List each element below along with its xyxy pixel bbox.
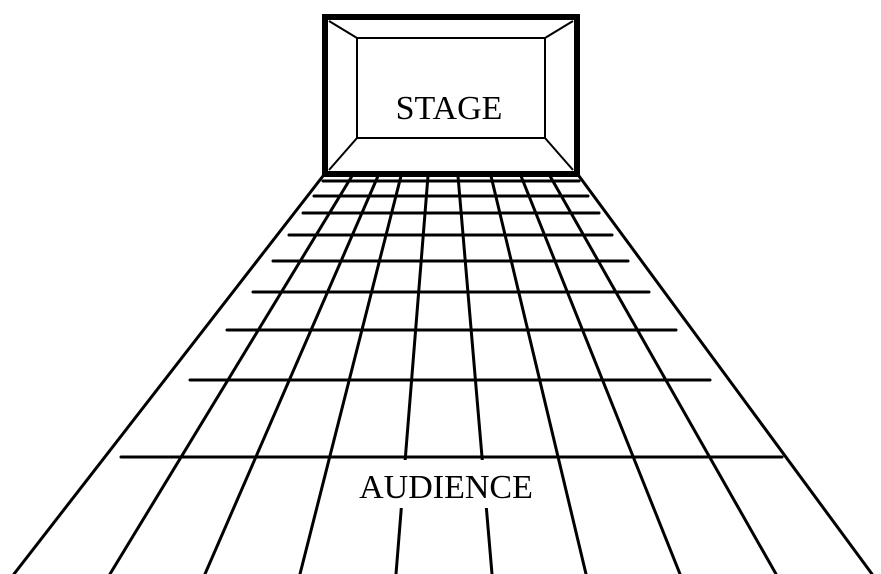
audience-label: AUDIENCE (359, 469, 533, 506)
stage-label: STAGE (396, 90, 503, 127)
stage: STAGE (325, 17, 577, 174)
audience-grid (14, 176, 872, 574)
grid-column-line (550, 176, 776, 574)
grid-column-line (579, 176, 872, 574)
audience-label-group: AUDIENCE (340, 460, 552, 508)
grid-column-line (14, 176, 323, 574)
